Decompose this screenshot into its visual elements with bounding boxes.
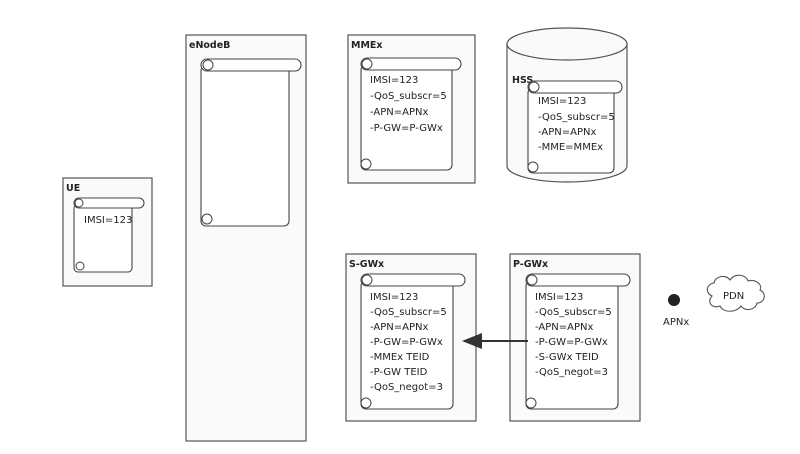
mme-line: -QoS_subscr=5 — [370, 91, 447, 102]
enodeb-scroll — [200, 58, 302, 227]
sgw-title: S-GWx — [349, 259, 384, 270]
sgw-line: -P-GW TEID — [370, 367, 428, 378]
sgw-line: -APN=APNx — [370, 322, 428, 333]
hss-line: -APN=APNx — [538, 127, 596, 138]
pdn-label: PDN — [723, 291, 744, 302]
sgw-line: -QoS_negot=3 — [370, 382, 443, 393]
ue-line: IMSI=123 — [84, 215, 132, 226]
pgw-node: P-GWx IMSI=123 -QoS_subscr=5 -APN=APNx -… — [509, 253, 641, 422]
pgw-line: IMSI=123 — [535, 292, 583, 303]
pgw-line: -QoS_negot=3 — [535, 367, 608, 378]
hss-scroll: IMSI=123 -QoS_subscr=5 -APN=APNx -MME=MM… — [527, 80, 623, 174]
ue-scroll: IMSI=123 — [73, 197, 145, 273]
hss-line: -QoS_subscr=5 — [538, 112, 615, 123]
mme-node: MMEx IMSI=123 -QoS_subscr=5 -APN=APNx -P… — [347, 34, 476, 184]
enodeb-title: eNodeB — [189, 40, 230, 51]
pgw-line: -S-GWx TEID — [535, 352, 599, 363]
hss-node: HSS IMSI=123 -QoS_subscr=5 -APN=APNx -MM… — [506, 27, 628, 183]
pgw-line: -P-GW=P-GWx — [535, 337, 608, 348]
pgw-line: -APN=APNx — [535, 322, 593, 333]
hss-line: -MME=MMEx — [538, 142, 603, 153]
sgw-line: -P-GW=P-GWx — [370, 337, 443, 348]
hss-title: HSS — [512, 75, 533, 86]
apn-dot — [668, 294, 680, 306]
apn-label: APNx — [663, 317, 689, 328]
mme-title: MMEx — [351, 40, 383, 51]
hss-line: IMSI=123 — [538, 96, 586, 107]
enodeb-node: eNodeB — [185, 34, 307, 442]
apn-point: APNx — [663, 294, 689, 328]
pgw-scroll: IMSI=123 -QoS_subscr=5 -APN=APNx -P-GW=P… — [525, 273, 631, 410]
sgw-line: -MMEx TEID — [370, 352, 430, 363]
mme-line: -P-GW=P-GWx — [370, 123, 443, 134]
sgw-line: IMSI=123 — [370, 292, 418, 303]
sgw-line: -QoS_subscr=5 — [370, 307, 447, 318]
mme-line: -APN=APNx — [370, 107, 428, 118]
pdn-cloud: PDN — [706, 274, 765, 312]
pgw-line: -QoS_subscr=5 — [535, 307, 612, 318]
ue-node: UE IMSI=123 — [62, 177, 153, 287]
mme-scroll: IMSI=123 -QoS_subscr=5 -APN=APNx -P-GW=P… — [360, 57, 462, 171]
mme-line: IMSI=123 — [370, 75, 418, 86]
sgw-scroll: IMSI=123 -QoS_subscr=5 -APN=APNx -P-GW=P… — [360, 273, 466, 410]
sgw-node: S-GWx IMSI=123 -QoS_subscr=5 -APN=APNx -… — [345, 253, 477, 422]
ue-title: UE — [66, 183, 80, 194]
pgw-title: P-GWx — [513, 259, 548, 270]
